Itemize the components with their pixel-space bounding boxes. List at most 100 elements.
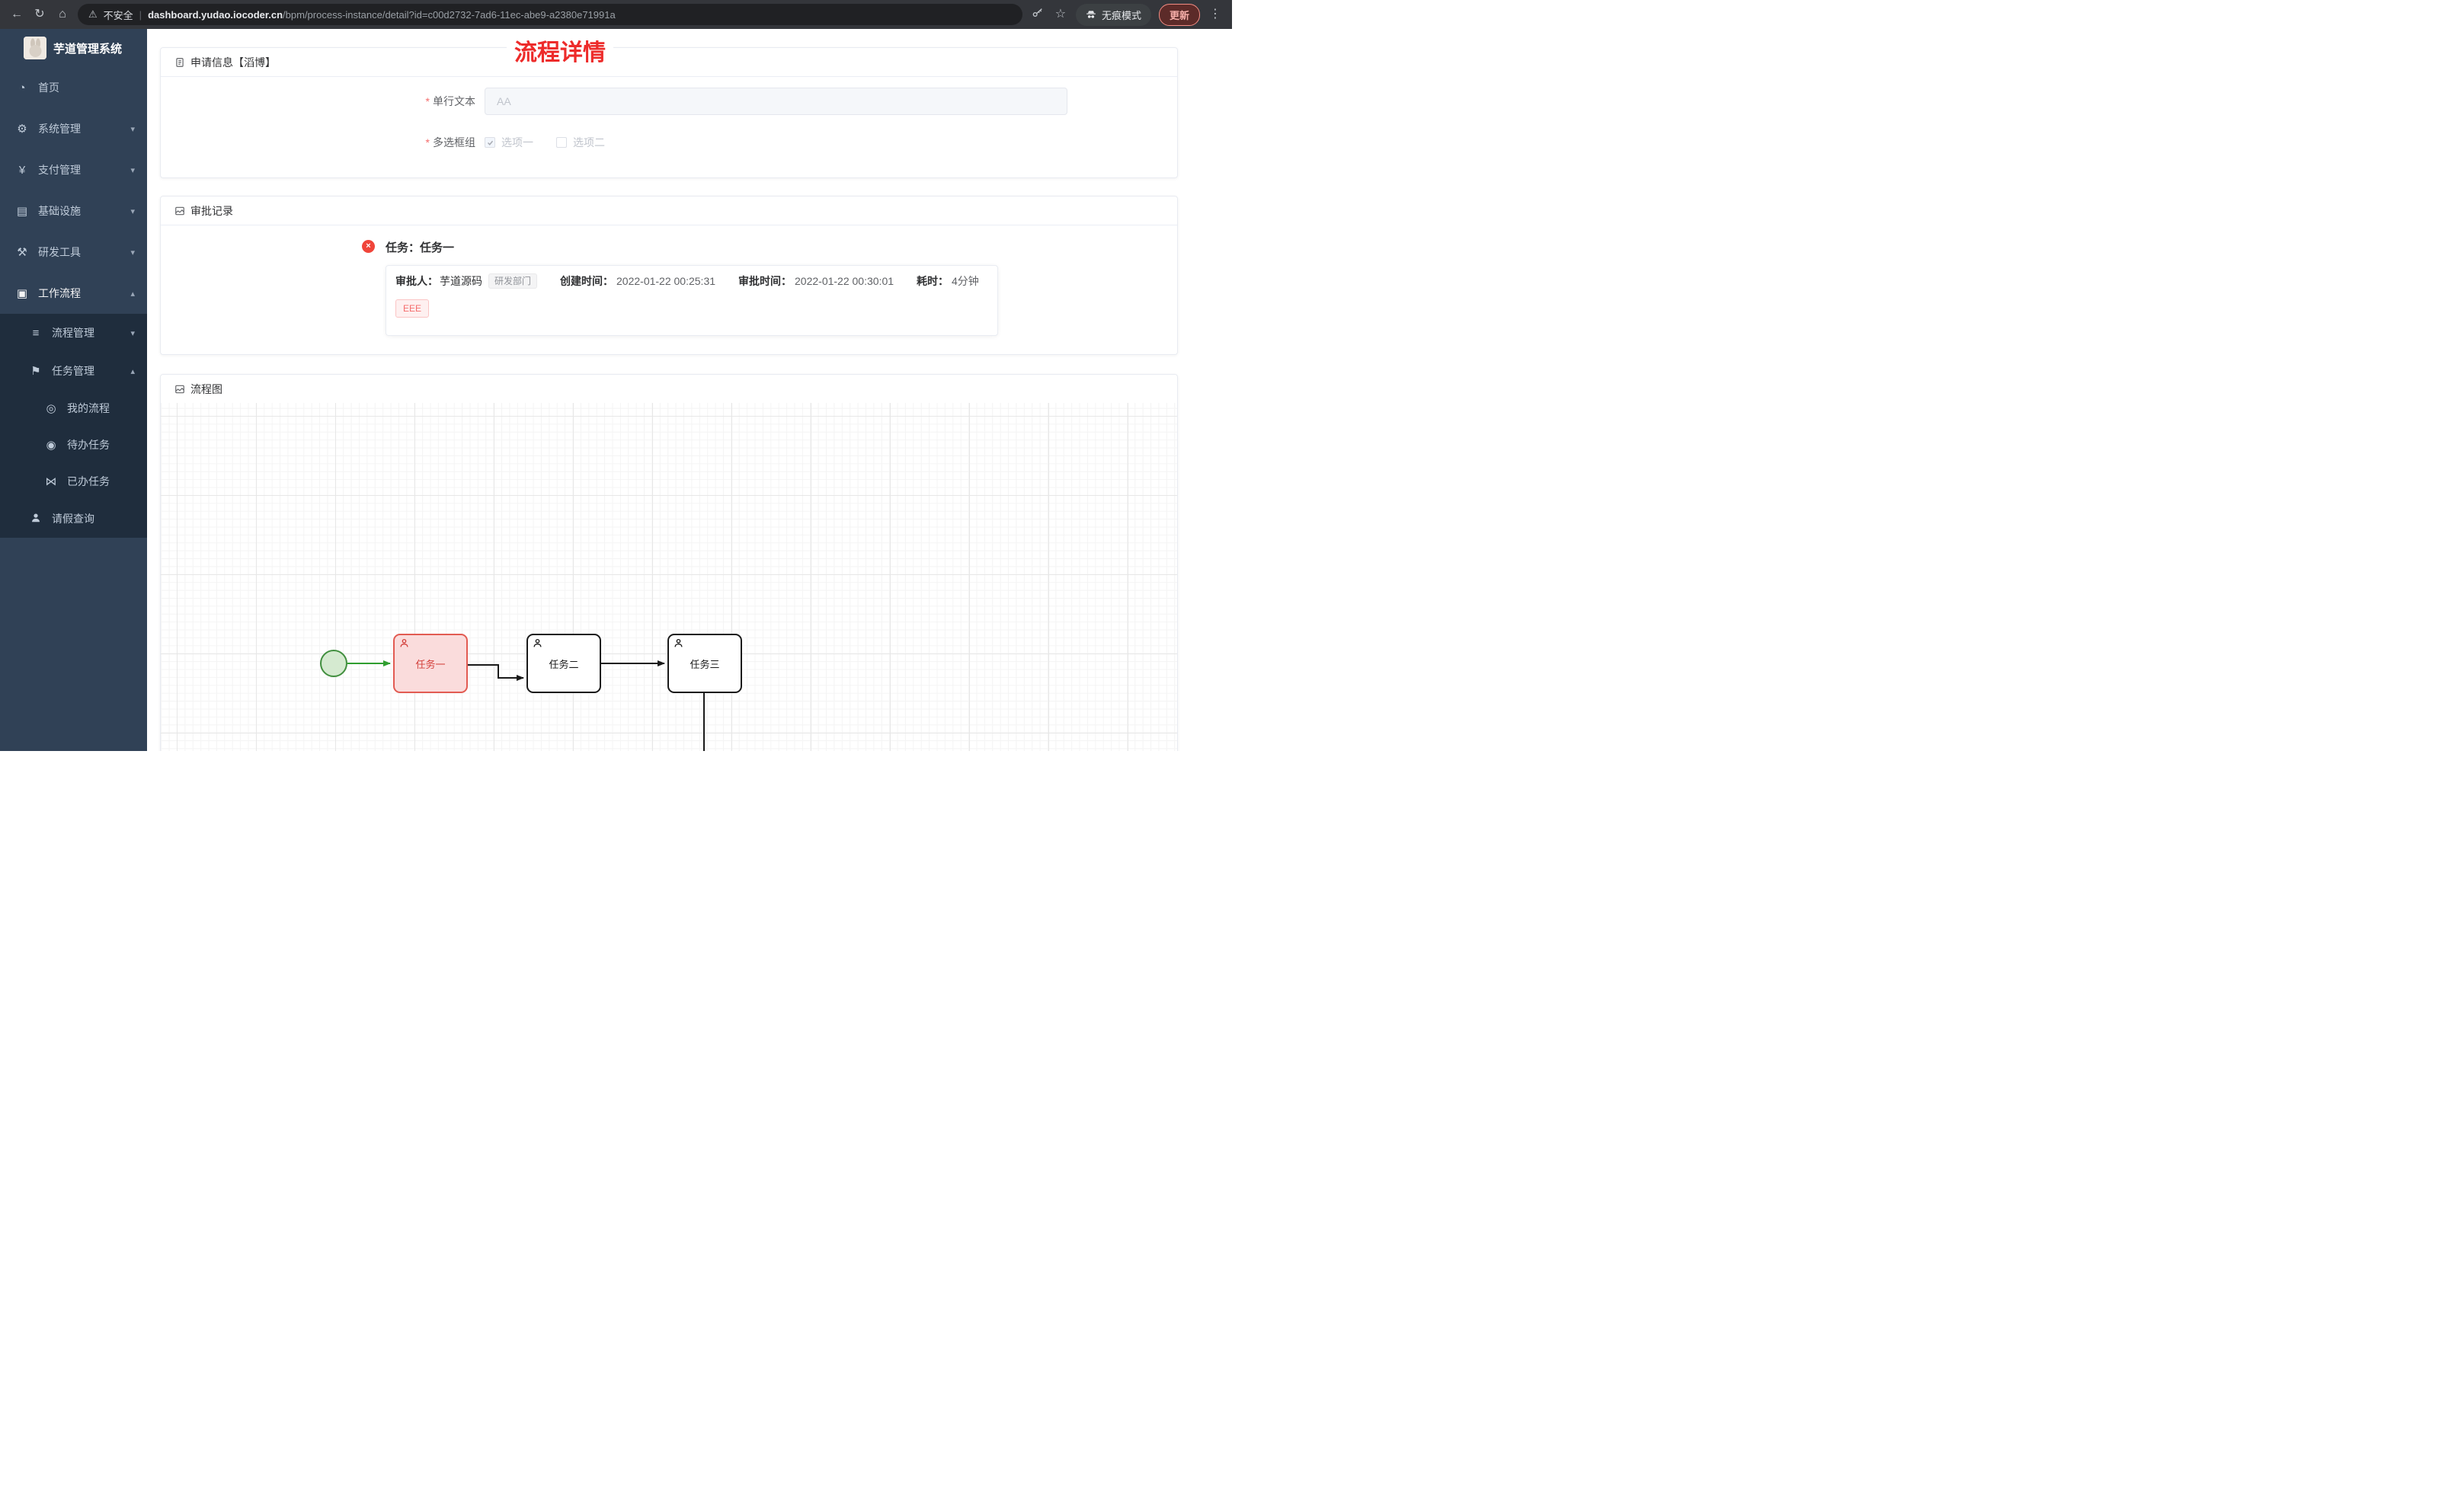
sidebar-item-my-process[interactable]: ◎ 我的流程	[0, 390, 147, 427]
apply-info-header: 申请信息【滔博】	[161, 48, 1177, 77]
field-label-text: 多选框组	[433, 136, 475, 149]
approver-item: 审批人： 芋道源码 研发部门	[395, 273, 538, 289]
process-diagram-card: 流程图 任务一	[160, 374, 1178, 751]
sidebar-item-payment[interactable]: ¥ 支付管理 ▾	[0, 149, 147, 190]
bpmn-task1-current[interactable]: 任务一	[393, 634, 468, 693]
approval-record-card: 审批记录 × 任务：任务一 审批人： 芋道源码 研发部门 创建时间： 2022-…	[160, 196, 1178, 355]
sidebar-item-done-tasks[interactable]: ⋈ 已办任务	[0, 463, 147, 500]
department-tag: 研发部门	[488, 273, 538, 289]
sidebar-item-label: 流程管理	[52, 327, 94, 339]
incognito-spy-icon	[1086, 11, 1096, 18]
user-task-icon	[400, 638, 408, 647]
star-icon[interactable]: ☆	[1054, 8, 1067, 21]
required-mark: *	[425, 136, 430, 149]
rabbit-avatar	[24, 37, 46, 59]
main-content: 流程详情 申请信息【滔博】 *单行文本 *多选框组 选项一 选项二	[147, 29, 1232, 751]
checkbox-group-row: *多选框组 选项一 选项二	[161, 135, 1177, 150]
url-domain: dashboard.yudao.iocoder.cn	[148, 8, 283, 21]
chevron-up-icon: ▴	[130, 289, 135, 299]
checkbox-option2[interactable]	[556, 137, 567, 148]
app-logo[interactable]: 芋道管理系统	[0, 29, 147, 67]
app-title: 芋道管理系统	[53, 42, 123, 56]
key-icon-svg	[1032, 8, 1042, 17]
flag-icon: ⚑	[30, 364, 41, 378]
dashboard-icon: ◔	[18, 81, 26, 94]
done-icon: ⋈	[45, 475, 57, 488]
home-icon[interactable]: ⌂	[59, 8, 66, 21]
page-title: 流程详情	[147, 34, 973, 67]
key-icon[interactable]	[1030, 7, 1045, 22]
server-icon: ▤	[16, 204, 28, 218]
sidebar-item-label: 首页	[38, 81, 59, 94]
back-icon[interactable]: ←	[11, 8, 23, 21]
created-time-label: 创建时间：	[560, 275, 614, 287]
chevron-down-icon: ▾	[130, 248, 135, 257]
not-secure-warning-icon: ⚠	[88, 8, 98, 20]
incognito-badge: 无痕模式	[1075, 3, 1151, 26]
security-label[interactable]: 不安全	[103, 9, 133, 21]
check-icon	[487, 140, 493, 145]
app-logo-icon	[24, 37, 46, 59]
sidebar-item-workflow[interactable]: ▣ 工作流程 ▴	[0, 273, 147, 314]
chevron-up-icon: ▴	[130, 366, 135, 376]
sidebar-item-todo-tasks[interactable]: ◉ 待办任务	[0, 427, 147, 463]
approval-detail-line: 审批人： 芋道源码 研发部门 创建时间： 2022-01-22 00:25:31…	[395, 273, 988, 289]
workflow-icon: ▣	[16, 286, 28, 300]
person-icon	[29, 513, 43, 526]
tools-icon: ⚒	[17, 245, 27, 259]
sidebar-item-label: 已办任务	[67, 475, 110, 487]
chevron-down-icon: ▾	[130, 124, 135, 134]
bpmn-task1-label: 任务一	[415, 658, 446, 670]
bpmn-task3[interactable]: 任务三	[667, 634, 742, 693]
chevron-down-icon: ▾	[130, 206, 135, 216]
sidebar-item-label: 研发工具	[38, 246, 81, 258]
update-button[interactable]: 更新	[1158, 3, 1200, 26]
sidebar-item-process-management[interactable]: ≡ 流程管理 ▾	[0, 314, 147, 352]
approver-name: 芋道源码	[440, 275, 482, 287]
checkbox-option1[interactable]	[485, 137, 495, 148]
sidebar-item-label: 工作流程	[38, 287, 81, 299]
sidebar-item-infrastructure[interactable]: ▤ 基础设施 ▾	[0, 190, 147, 232]
checkbox-group-label: *多选框组	[161, 135, 485, 150]
duration-item: 耗时： 4分钟	[917, 273, 979, 289]
user-task-icon	[533, 638, 542, 647]
sidebar-item-system[interactable]: ⚙ 系统管理 ▾	[0, 108, 147, 149]
single-line-text-label: *单行文本	[161, 94, 485, 109]
approval-task-title: 任务：任务一	[386, 241, 455, 254]
process-diagram-header: 流程图	[161, 375, 1177, 404]
approved-time-item: 审批时间： 2022-01-22 00:30:01	[738, 273, 894, 289]
sidebar-item-devtools[interactable]: ⚒ 研发工具 ▾	[0, 232, 147, 273]
field-label-text: 单行文本	[433, 95, 475, 107]
eye-icon: ◉	[46, 438, 56, 452]
url-path: /bpm/process-instance/detail?id=c00d2732…	[283, 8, 616, 21]
gear-icon: ⚙	[17, 122, 27, 136]
flow-task1-to-task2	[468, 664, 524, 681]
sidebar-item-label: 支付管理	[38, 164, 81, 176]
single-line-text-input[interactable]	[485, 88, 1067, 115]
sidebar-item-home[interactable]: ◔ 首页	[0, 67, 147, 108]
bpmn-task2[interactable]: 任务二	[526, 634, 601, 693]
url-bar[interactable]: ⚠ 不安全 | dashboard.yudao.iocoder.cn/bpm/p…	[78, 4, 1022, 25]
bpmn-task3-label: 任务三	[690, 658, 720, 670]
sidebar-item-task-management[interactable]: ⚑ 任务管理 ▴	[0, 352, 147, 390]
sidebar-item-leave-query[interactable]: 请假查询	[0, 500, 147, 538]
checkbox-option1-label: 选项一	[501, 136, 533, 149]
chat-icon: ◎	[46, 401, 56, 415]
checkbox-option2-label: 选项二	[573, 136, 605, 149]
bpmn-task2-label: 任务二	[549, 658, 579, 670]
duration-label: 耗时：	[917, 275, 949, 287]
apply-info-title: 申请信息【滔博】	[190, 56, 276, 69]
page-title-text: 流程详情	[507, 40, 613, 66]
bpmn-connections	[347, 660, 705, 751]
sidebar-item-label: 任务管理	[52, 365, 94, 377]
menu-dots-icon[interactable]: ⋮	[1209, 8, 1221, 21]
approval-record-header: 审批记录	[161, 197, 1177, 225]
diagram-icon	[174, 384, 185, 395]
sidebar-item-label: 基础设施	[38, 205, 81, 217]
approval-detail-card: 审批人： 芋道源码 研发部门 创建时间： 2022-01-22 00:25:31…	[386, 265, 998, 336]
user-task-icon	[674, 638, 683, 647]
incognito-label: 无痕模式	[1101, 9, 1141, 21]
bpmn-start-event	[320, 650, 347, 677]
workflow-submenu: ≡ 流程管理 ▾ ⚑ 任务管理 ▴ ◎ 我的流程 ◉ 待办任务 ⋈ 已办任务 请…	[0, 314, 147, 538]
refresh-icon[interactable]: ↻	[34, 8, 45, 21]
